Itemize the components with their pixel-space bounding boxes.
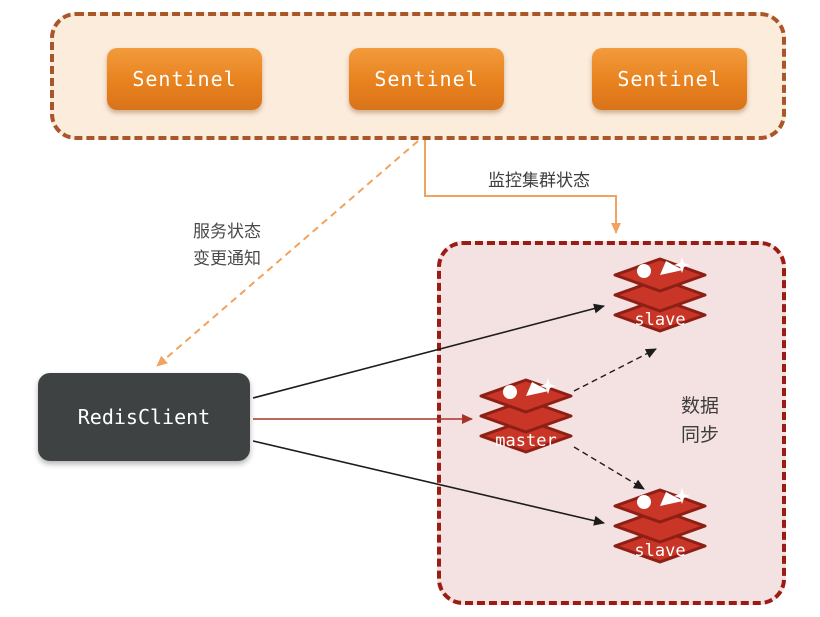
redis-icon-triangle [660, 492, 683, 506]
redis-node-slave-bottom: slave [610, 486, 710, 571]
notify-label: 服务状态 变更通知 [172, 218, 282, 272]
data-sync-line1: 数据 [680, 396, 719, 417]
redis-node-slave-top: slave [610, 255, 710, 340]
redis-icon-circle [637, 495, 651, 509]
redis-icon: master [479, 378, 573, 454]
redis-icon-triangle [660, 261, 683, 275]
notify-label-line1: 服务状态 [193, 222, 261, 241]
redis-icon-circle [503, 385, 517, 399]
sentinel-label: Sentinel [132, 67, 237, 91]
redis-icon: slave [613, 257, 707, 333]
notify-label-line2: 变更通知 [193, 249, 261, 268]
redis-client-label: RedisClient [77, 405, 211, 429]
data-sync-label: 数据 同步 [668, 392, 732, 450]
monitor-status-label: 监控集群状态 [488, 171, 590, 190]
redis-icon-star [674, 488, 690, 504]
redis-icon: slave [613, 488, 707, 564]
node-label: slave [634, 310, 685, 330]
redis-client-node: RedisClient [38, 373, 250, 461]
sentinel-label: Sentinel [617, 67, 722, 91]
redis-icon-star [674, 257, 690, 273]
sentinel-label: Sentinel [374, 67, 479, 91]
redis-cluster-group [437, 241, 786, 605]
node-label: master [495, 431, 556, 451]
sentinel-node-3: Sentinel [592, 48, 747, 110]
node-label: slave [634, 541, 685, 561]
sentinel-node-1: Sentinel [107, 48, 262, 110]
redis-node-master: master [476, 376, 576, 461]
data-sync-line2: 同步 [680, 425, 719, 446]
sentinel-group: Sentinel Sentinel Sentinel [50, 12, 786, 140]
redis-icon-circle [637, 264, 651, 278]
sentinel-node-2: Sentinel [349, 48, 504, 110]
